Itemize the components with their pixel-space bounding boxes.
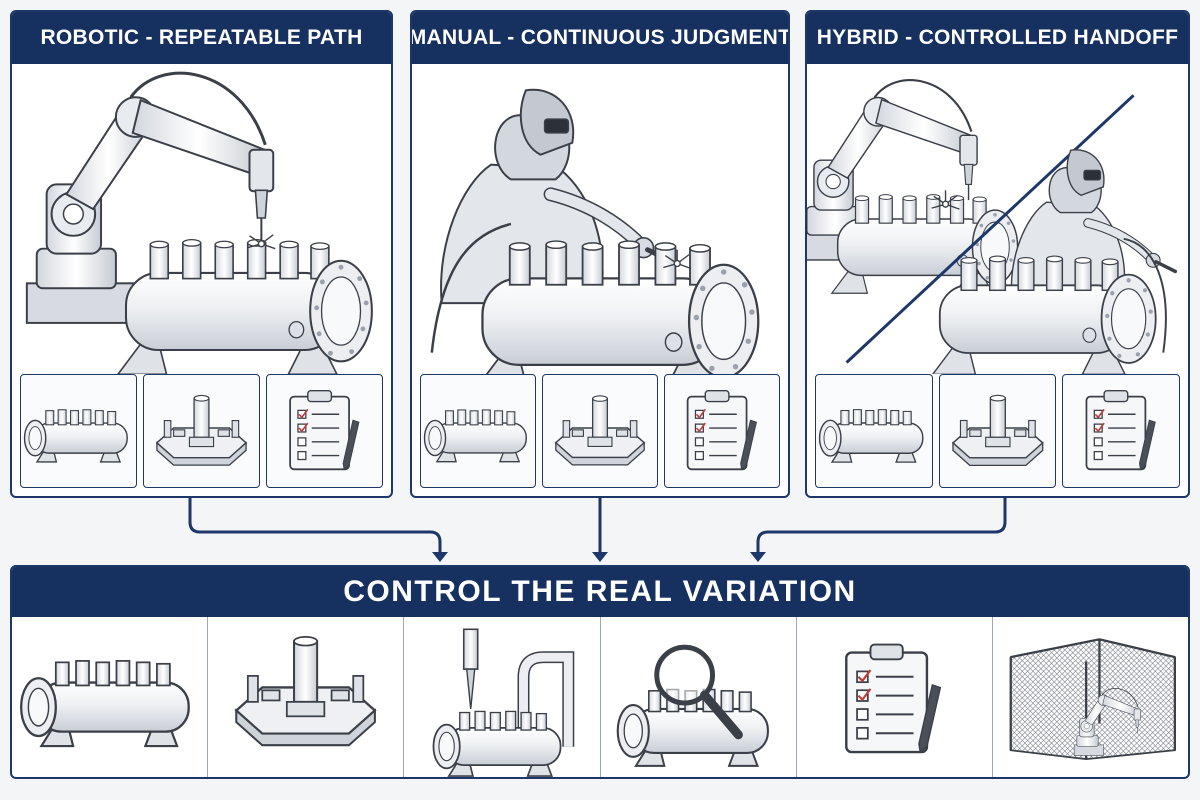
robot-welding-arm-icon	[25, 71, 373, 374]
arrowhead-hybrid	[750, 552, 766, 562]
panel-title-hybrid: HYBRID - CONTROLLED HANDOFF	[807, 12, 1188, 64]
pipe-manifold-icon	[423, 409, 527, 463]
flow-connectors	[188, 498, 1007, 562]
bottom-cell-checklist	[797, 617, 993, 777]
bottom-cell-safety-cell	[993, 617, 1188, 777]
panel-hybrid: HYBRID - CONTROLLED HANDOFF	[805, 10, 1190, 498]
bottom-cell-fixture	[208, 617, 405, 777]
thumb-hybrid-checklist	[1062, 374, 1181, 488]
pipe-manifold-icon	[20, 659, 190, 748]
thumb-manual-checklist	[664, 374, 780, 488]
pipe-manifold-icon	[23, 409, 128, 463]
magnifier-inspection-icon	[616, 644, 769, 767]
thumb-hybrid-part	[815, 374, 933, 488]
robot-and-welder-icon	[807, 79, 1188, 374]
bottom-title: CONTROL THE REAL VARIATION	[12, 567, 1188, 617]
torch-path-icon	[432, 628, 575, 777]
thumb-robotic-fixture	[143, 374, 260, 488]
connector-robotic	[188, 498, 442, 554]
thumb-hybrid-fixture	[938, 374, 1057, 488]
thumb-manual-part	[420, 374, 536, 488]
welding-fixture-icon	[555, 395, 645, 466]
safety-cell-icon	[1009, 638, 1176, 760]
inspection-checklist-icon	[289, 389, 360, 471]
bottom-cell-inspection	[601, 617, 797, 777]
panel-title-manual: MANUAL - CONTINUOUS JUDGMENT	[412, 12, 788, 64]
bottom-cell-part	[12, 617, 209, 777]
arrowhead-manual	[592, 552, 608, 562]
inspection-checklist-icon	[1085, 389, 1157, 471]
arrowhead-robotic	[432, 552, 448, 562]
thumb-manual-fixture	[542, 374, 658, 488]
pipe-manifold-icon	[818, 408, 924, 463]
welding-fixture-icon	[156, 394, 247, 466]
thumb-robotic-part	[20, 374, 137, 488]
welder-operator-icon	[430, 64, 760, 374]
inspection-checklist-icon	[844, 643, 942, 754]
thumb-robotic-checklist	[266, 374, 383, 488]
welding-fixture-icon	[951, 394, 1044, 467]
inspection-checklist-icon	[686, 389, 758, 471]
panel-control-variation: CONTROL THE REAL VARIATION	[10, 565, 1190, 779]
welding-fixture-icon	[235, 635, 377, 747]
panel-title-robotic: ROBOTIC - REPEATABLE PATH	[12, 12, 391, 64]
panel-manual: MANUAL - CONTINUOUS JUDGMENT	[410, 10, 790, 498]
connector-hybrid	[756, 498, 1007, 554]
panel-robotic: ROBOTIC - REPEATABLE PATH	[10, 10, 393, 498]
bottom-cell-torch-path	[404, 617, 601, 777]
